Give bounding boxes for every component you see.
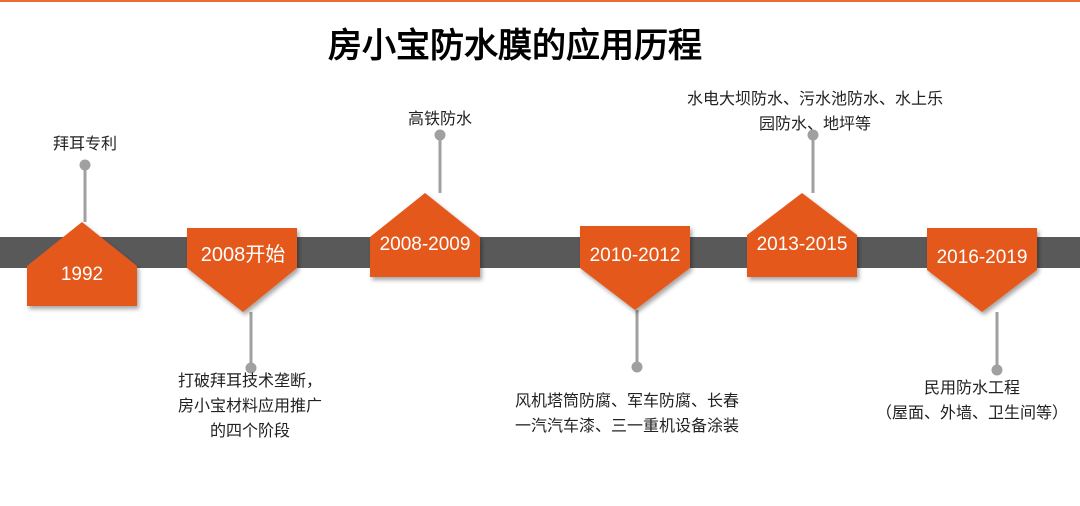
milestone-description: 打破拜耳技术垄断， 房小宝材料应用推广 的四个阶段 [178, 368, 322, 443]
milestone-year: 1992 [61, 264, 103, 285]
description-line: 风机塔筒防腐、军车防腐、长春 [514, 391, 740, 410]
top-accent-line [0, 0, 1080, 2]
connector-dot [434, 129, 446, 141]
connector-dot [991, 364, 1003, 376]
description-line: 园防水、地坪等 [758, 114, 872, 133]
milestone-year: 2013-2015 [757, 234, 848, 255]
milestone-marker-2008-2009 [370, 193, 480, 277]
description-line: 房小宝材料应用推广 [177, 396, 323, 415]
milestone-description: 拜耳专利 [53, 131, 117, 156]
description-line: 水电大坝防水、污水池防水、水上乐 [686, 89, 944, 108]
milestone-marker-2013-2015 [747, 193, 857, 277]
connector-dot [79, 159, 91, 171]
milestone-description: 高铁防水 [408, 106, 472, 131]
milestone-marker-1992 [27, 222, 137, 306]
milestone-year: 2008-2009 [380, 234, 471, 255]
milestone-marker-2010-2012 [580, 226, 690, 310]
milestone-year: 2008开始 [201, 243, 286, 266]
connector-dot [245, 362, 257, 374]
timeline-bar [0, 237, 1080, 268]
description-line: 打破拜耳技术垄断， [177, 371, 323, 390]
description-line: 民用防水工程 [923, 378, 1021, 397]
milestone-marker-2016-2019 [927, 228, 1037, 312]
description-line: 一汽汽车漆、三一重机设备涂装 [514, 416, 740, 435]
description-line: 高铁防水 [407, 109, 473, 128]
milestone-description: 风机塔筒防腐、军车防腐、长春 一汽汽车漆、三一重机设备涂装 [515, 388, 739, 438]
milestone-year: 2016-2019 [937, 247, 1028, 268]
connector-dot [807, 129, 819, 141]
page-title: 房小宝防水膜的应用历程 [328, 26, 702, 66]
milestone-marker-2008 [187, 228, 297, 312]
connector-dot [631, 361, 643, 373]
description-line: 的四个阶段 [209, 421, 291, 440]
milestone-year: 2010-2012 [590, 245, 681, 266]
description-line: （屋面、外墙、卫生间等） [875, 403, 1069, 422]
milestone-description: 民用防水工程 （屋面、外墙、卫生间等） [876, 375, 1068, 425]
description-line: 拜耳专利 [52, 134, 118, 153]
milestone-description: 水电大坝防水、污水池防水、水上乐 园防水、地坪等 [687, 86, 943, 136]
